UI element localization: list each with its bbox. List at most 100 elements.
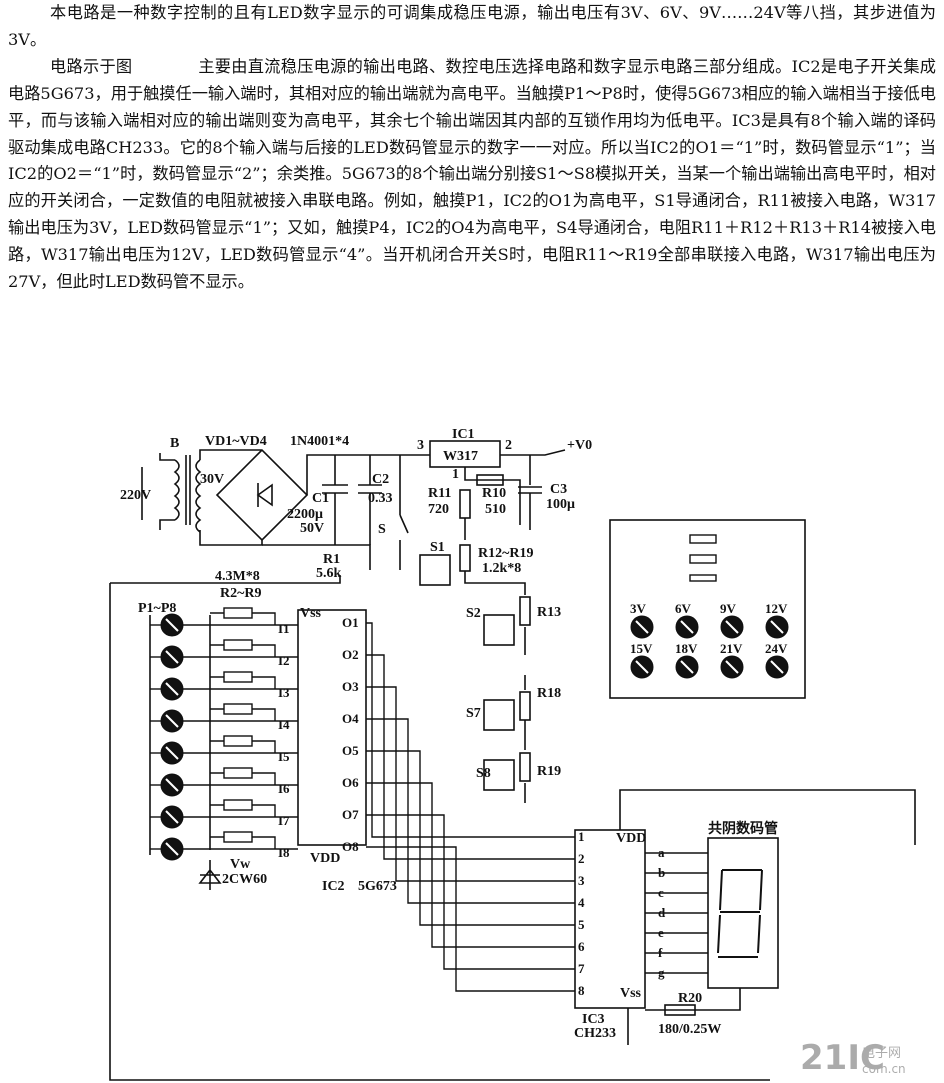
ic3-label: IC3	[582, 1012, 605, 1027]
ic1-pin3-label: 3	[417, 438, 424, 453]
ic2-input-pin: I3	[278, 685, 290, 700]
panel-button-label: 9V	[720, 601, 737, 616]
panel-button-label: 3V	[630, 601, 647, 616]
watermark-logo: 21IC 电子网 com.cn	[800, 1038, 906, 1078]
ic1-pin1-label: 1	[452, 467, 459, 482]
ic3-segment-pin: g	[658, 965, 665, 980]
r12-r19-label: R12~R19	[478, 546, 534, 561]
c2-label: C2	[372, 472, 389, 487]
panel-button-label: 21V	[720, 641, 743, 656]
ic2-input-pin: I8	[278, 845, 290, 860]
watermark-cn: 电子网	[862, 1046, 901, 1061]
ic3-segment-pin: b	[658, 865, 665, 880]
touch-pad-row	[150, 831, 298, 861]
ic3-segment-pin: c	[658, 885, 664, 900]
panel-digit	[689, 534, 717, 582]
touch-pad-row	[150, 607, 298, 637]
bus-line	[366, 814, 575, 970]
c1-voltage-label: 50V	[300, 521, 324, 536]
display-label: 共阴数码管	[708, 820, 778, 837]
ic1-label: IC1	[452, 427, 475, 442]
secondary-voltage-label: 30V	[200, 472, 224, 487]
ic2-part-label: 5G673	[358, 879, 397, 894]
zener-part-label: 2CW60	[222, 872, 267, 887]
resistor-r2-r9	[223, 767, 253, 779]
panel-button-label: 15V	[630, 641, 653, 656]
ic2-output-pin: O6	[342, 775, 359, 790]
ic3-segment-pin: d	[658, 905, 666, 920]
panel-button-label: 18V	[675, 641, 698, 656]
c3-value-label: 100μ	[546, 497, 575, 512]
bus-line	[366, 782, 575, 948]
r1-label: R1	[323, 552, 340, 567]
ic3-segment-pin: e	[658, 925, 664, 940]
touch-pad-array	[150, 607, 298, 861]
ic2-label: IC2	[322, 879, 345, 894]
c1-label: C1	[312, 491, 329, 506]
touch-pad-row	[150, 767, 298, 797]
r19-label: R19	[537, 764, 561, 779]
ic3-input-pin: 1	[578, 829, 585, 844]
ic2-input-pin: I5	[278, 749, 290, 764]
resistor-r2-r9	[223, 671, 253, 683]
watermark-url: com.cn	[862, 1062, 906, 1076]
wiring	[109, 440, 916, 1081]
ic1-pin2-label: 2	[505, 438, 512, 453]
bridge-part-label: 1N4001*4	[290, 434, 349, 449]
ic3-part-label: CH233	[574, 1026, 616, 1041]
zener-label: Vw	[230, 857, 251, 872]
ic2-output-pin: O3	[342, 679, 359, 694]
ic3-input-pin: 7	[578, 961, 585, 976]
ic3-input-pin: 5	[578, 917, 585, 932]
ic3-input-pin: 2	[578, 851, 585, 866]
ic3-input-pin: 3	[578, 873, 585, 888]
r10-value-label: 510	[485, 502, 506, 517]
ic2-output-pin: O7	[342, 807, 359, 822]
panel-button-label: 12V	[765, 601, 788, 616]
c2-value-label: 0.33	[368, 491, 393, 506]
ic3-input-pin: 6	[578, 939, 585, 954]
touch-pad-row	[150, 639, 298, 669]
ic3-input-pin: 4	[578, 895, 585, 910]
r20-label: R20	[678, 991, 702, 1006]
ic2-output-pin: O5	[342, 743, 359, 758]
ic1-part-label: W317	[443, 449, 478, 464]
r12-r19-value-label: 1.2k*8	[482, 561, 521, 576]
r11-label: R11	[428, 486, 451, 501]
watermark-brand: 21IC	[800, 1038, 885, 1078]
ic3-vss-label: Vss	[620, 986, 642, 1001]
touch-pads-label: P1~P8	[138, 601, 176, 616]
ic2-output-pin: O1	[342, 615, 359, 630]
r2-r9-label: R2~R9	[220, 586, 262, 601]
bus-line	[366, 622, 575, 838]
display-digit	[717, 869, 763, 958]
switch-s-label: S	[378, 522, 386, 537]
ic2-input-pin: I7	[278, 813, 290, 828]
resistor-r2-r9	[223, 831, 253, 843]
resistor-r2-r9	[223, 607, 253, 619]
r10-label: R10	[482, 486, 506, 501]
r18-label: R18	[537, 686, 561, 701]
bus-line	[366, 750, 575, 926]
switch-s2-label: S2	[466, 606, 481, 621]
ic2-input-pin: I6	[278, 781, 290, 796]
panel-button-label: 6V	[675, 601, 692, 616]
resistor-r2-r9	[223, 639, 253, 651]
ic2-vdd-label: VDD	[310, 851, 340, 866]
r1-value-label: 5.6k	[316, 566, 342, 581]
c1-value-label: 2200μ	[287, 507, 323, 522]
ic3-segment-pin: f	[658, 945, 663, 960]
switch-s1-label: S1	[430, 540, 445, 555]
ic3-input-pin: 8	[578, 983, 585, 998]
bus-line	[366, 846, 575, 992]
resistor-r2-r9	[223, 799, 253, 811]
segment-lines	[645, 852, 708, 974]
ic2-output-pin: O2	[342, 647, 359, 662]
description-paragraph: 电路示于图 主要由直流稳压电源的输出电路、数控电压选择电路和数字显示电路三部分组…	[8, 56, 936, 292]
resistor-r2-r9	[223, 703, 253, 715]
ic2-output-pin: O4	[342, 711, 359, 726]
output-voltage-label: +V0	[567, 438, 592, 453]
